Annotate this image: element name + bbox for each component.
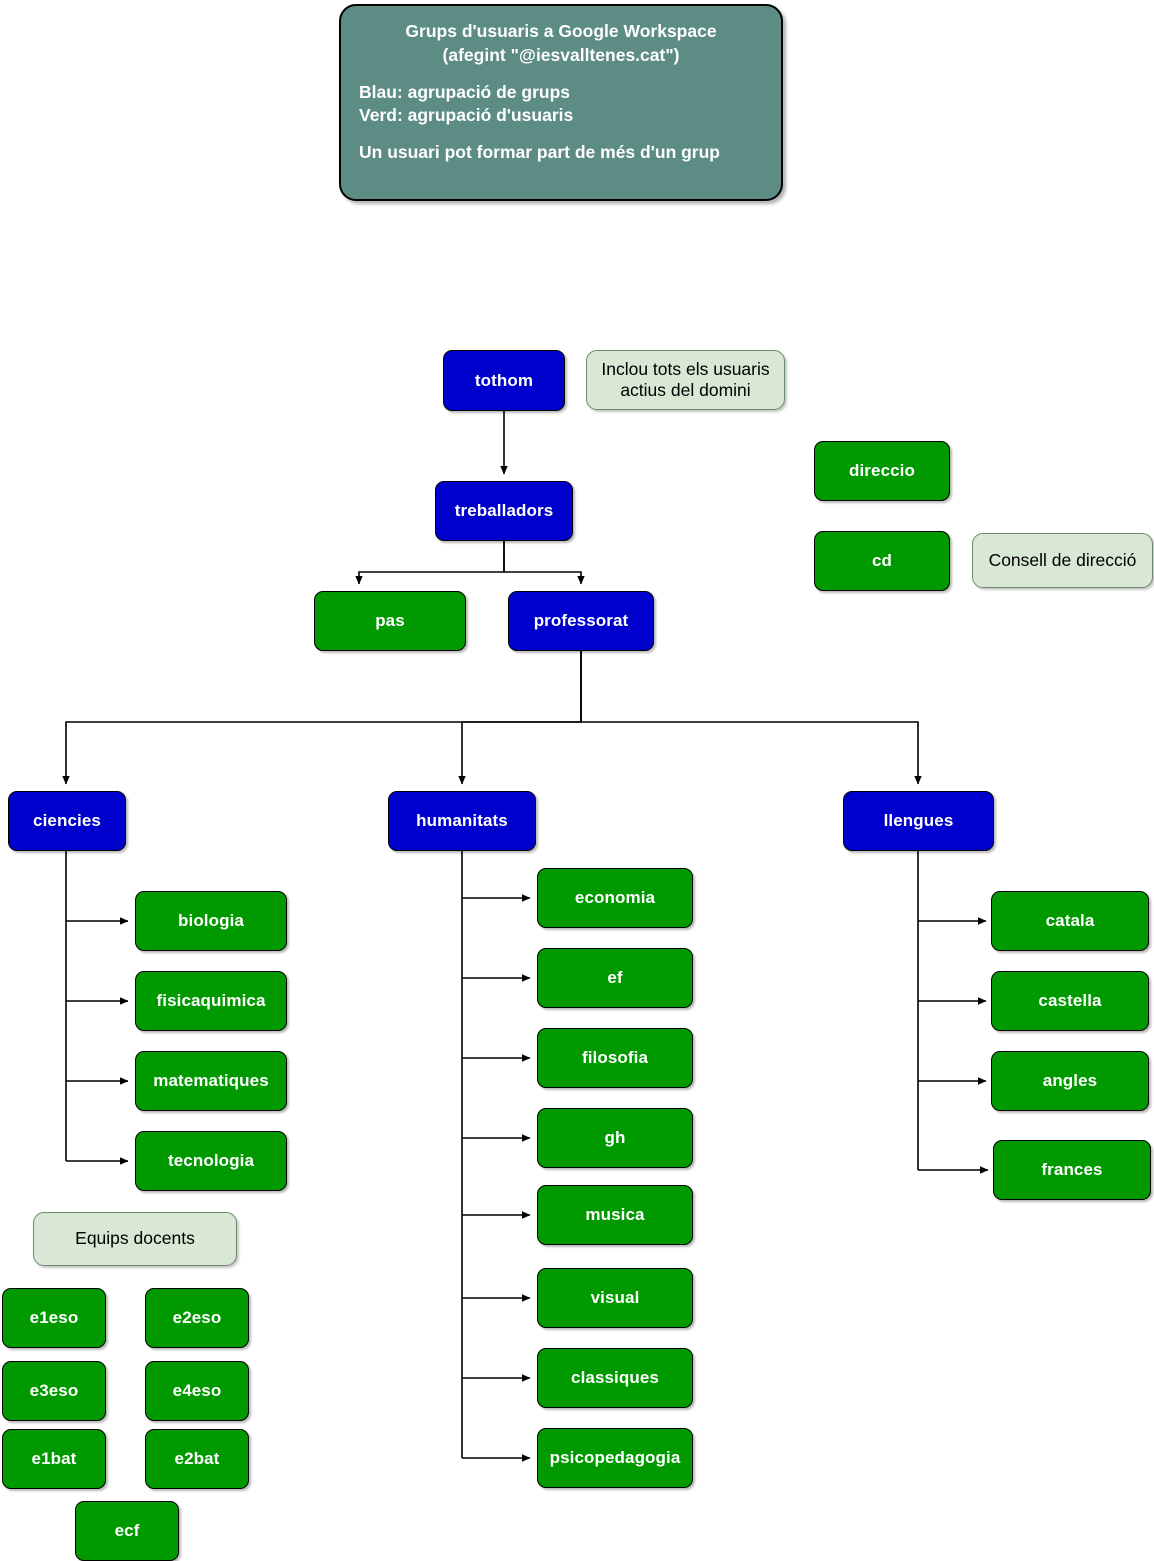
node-e2eso[interactable]: e2eso xyxy=(145,1288,249,1348)
banner-spacer-2 xyxy=(359,128,763,141)
node-ecf-label: ecf xyxy=(114,1521,140,1541)
node-classiques-label: classiques xyxy=(571,1368,659,1388)
node-catala[interactable]: catala xyxy=(991,891,1149,951)
node-treballadors-label: treballadors xyxy=(454,501,554,521)
node-musica[interactable]: musica xyxy=(537,1185,693,1245)
note-equips-docents: Equips docents xyxy=(33,1212,237,1266)
node-treballadors[interactable]: treballadors xyxy=(435,481,573,541)
node-e1eso-label: e1eso xyxy=(29,1308,79,1328)
node-ciencies[interactable]: ciencies xyxy=(8,791,126,851)
node-matematiques[interactable]: matematiques xyxy=(135,1051,287,1111)
node-musica-label: musica xyxy=(585,1205,645,1225)
node-filosofia[interactable]: filosofia xyxy=(537,1028,693,1088)
note-cd-text: Consell de direcció xyxy=(988,549,1137,570)
node-fisicaquimica[interactable]: fisicaquimica xyxy=(135,971,287,1031)
node-professorat[interactable]: professorat xyxy=(508,591,654,651)
node-tothom-label: tothom xyxy=(474,370,534,390)
banner-title-line2: (afegint "@iesvalltenes.cat") xyxy=(442,44,680,65)
node-ecf[interactable]: ecf xyxy=(75,1501,179,1561)
node-psicopedagogia-label: psicopedagogia xyxy=(549,1448,681,1468)
legend-banner: Grups d'usuaris a Google Workspace (afeg… xyxy=(339,4,783,201)
node-psicopedagogia[interactable]: psicopedagogia xyxy=(537,1428,693,1488)
node-economia-label: economia xyxy=(574,888,656,908)
node-ef-label: ef xyxy=(607,968,623,988)
node-frances-label: frances xyxy=(1041,1160,1103,1180)
node-direccio[interactable]: direccio xyxy=(814,441,950,501)
node-fisicaquimica-label: fisicaquimica xyxy=(156,991,266,1011)
node-pas[interactable]: pas xyxy=(314,591,466,651)
node-tecnologia-label: tecnologia xyxy=(167,1151,254,1171)
note-tothom: Inclou tots els usuaris actius del domin… xyxy=(586,350,785,410)
node-matematiques-label: matematiques xyxy=(153,1071,269,1091)
node-humanitats[interactable]: humanitats xyxy=(388,791,536,851)
node-gh[interactable]: gh xyxy=(537,1108,693,1168)
banner-title-line1: Grups d'usuaris a Google Workspace xyxy=(405,21,717,41)
node-e2eso-label: e2eso xyxy=(172,1308,222,1328)
legend-blue-text: Blau: agrupació de grups xyxy=(359,81,570,102)
legend-green-text: Verd: agrupació d'usuaris xyxy=(359,105,574,126)
node-angles[interactable]: angles xyxy=(991,1051,1149,1111)
node-e1eso[interactable]: e1eso xyxy=(2,1288,106,1348)
node-ef[interactable]: ef xyxy=(537,948,693,1008)
note-tothom-text: Inclou tots els usuaris actius del domin… xyxy=(601,358,770,400)
node-e2bat[interactable]: e2bat xyxy=(145,1429,249,1489)
node-castella-label: castella xyxy=(1038,991,1102,1011)
node-tothom[interactable]: tothom xyxy=(443,350,565,411)
node-visual-label: visual xyxy=(590,1288,640,1308)
node-direccio-label: direccio xyxy=(849,461,915,481)
node-catala-label: catala xyxy=(1045,911,1095,931)
node-e2bat-label: e2bat xyxy=(174,1449,220,1469)
node-llengues-label: llengues xyxy=(883,811,954,831)
node-ciencies-label: ciencies xyxy=(33,811,101,831)
note-equips-docents-text: Equips docents xyxy=(75,1228,195,1249)
node-angles-label: angles xyxy=(1042,1071,1098,1091)
node-llengues[interactable]: llengues xyxy=(843,791,994,851)
node-gh-label: gh xyxy=(604,1128,626,1148)
node-castella[interactable]: castella xyxy=(991,971,1149,1031)
node-professorat-label: professorat xyxy=(533,611,629,631)
node-e4eso-label: e4eso xyxy=(172,1381,222,1401)
node-cd-label: cd xyxy=(871,551,893,571)
node-pas-label: pas xyxy=(375,611,405,631)
banner-footnote: Un usuari pot formar part de més d'un gr… xyxy=(359,142,720,163)
node-cd[interactable]: cd xyxy=(814,531,950,591)
node-e3eso-label: e3eso xyxy=(29,1381,79,1401)
node-frances[interactable]: frances xyxy=(993,1140,1151,1200)
node-e1bat[interactable]: e1bat xyxy=(2,1429,106,1489)
node-economia[interactable]: economia xyxy=(537,868,693,928)
node-e4eso[interactable]: e4eso xyxy=(145,1361,249,1421)
node-biologia[interactable]: biologia xyxy=(135,891,287,951)
node-biologia-label: biologia xyxy=(178,911,244,931)
note-cd: Consell de direcció xyxy=(972,533,1153,588)
node-e1bat-label: e1bat xyxy=(31,1449,77,1469)
banner-spacer-1 xyxy=(359,68,763,81)
node-e3eso[interactable]: e3eso xyxy=(2,1361,106,1421)
node-classiques[interactable]: classiques xyxy=(537,1348,693,1408)
node-tecnologia[interactable]: tecnologia xyxy=(135,1131,287,1191)
node-filosofia-label: filosofia xyxy=(581,1048,649,1068)
node-visual[interactable]: visual xyxy=(537,1268,693,1328)
node-humanitats-label: humanitats xyxy=(416,811,508,831)
